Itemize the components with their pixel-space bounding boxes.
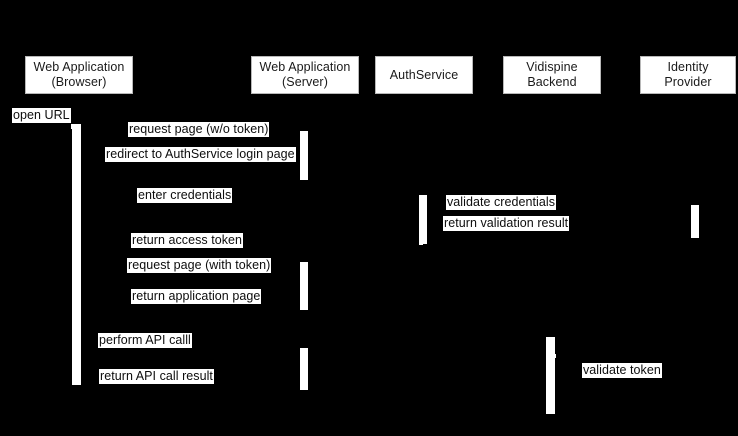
message-label-enter-credentials: enter credentials: [137, 188, 233, 203]
participant-authservice[interactable]: AuthService: [375, 56, 473, 94]
participant-web-application-server[interactable]: Web Application (Server): [251, 56, 359, 94]
arrow-tip-open-url: [71, 124, 81, 129]
activation-bar-server-1: [300, 131, 308, 180]
message-label-request-page-with-token: request page (with token): [127, 258, 272, 273]
activation-bar-vidispine-backend: [546, 337, 555, 414]
activation-bar-server-3: [300, 348, 308, 390]
arrow-tip-vidispine-self: [551, 354, 556, 358]
activation-bar-browser: [72, 128, 81, 385]
arrow-tip-authservice-return: [419, 240, 423, 245]
participant-web-application-browser[interactable]: Web Application (Browser): [25, 56, 133, 94]
message-label-validate-credentials: validate credentials: [446, 195, 557, 210]
participant-identity-provider[interactable]: Identity Provider: [640, 56, 736, 94]
message-label-request-page-without-token: request page (w/o token): [128, 122, 270, 137]
participant-vidispine-backend[interactable]: Vidispine Backend: [503, 56, 601, 94]
message-label-perform-api-call: perform API calll: [98, 333, 192, 348]
activation-bar-identity-provider: [691, 205, 699, 238]
message-label-return-api-call-result: return API call result: [99, 369, 214, 384]
message-label-return-access-token: return access token: [131, 233, 244, 248]
activation-bar-server-2: [300, 262, 308, 310]
activation-bar-authservice: [419, 195, 427, 244]
message-label-redirect-to-authservice-login-page: redirect to AuthService login page: [105, 147, 296, 162]
message-label-return-application-page: return application page: [131, 289, 262, 304]
message-label-open-url: open URL: [12, 108, 71, 123]
message-label-return-validation-result: return validation result: [443, 216, 570, 231]
message-label-validate-token: validate token: [582, 363, 662, 378]
